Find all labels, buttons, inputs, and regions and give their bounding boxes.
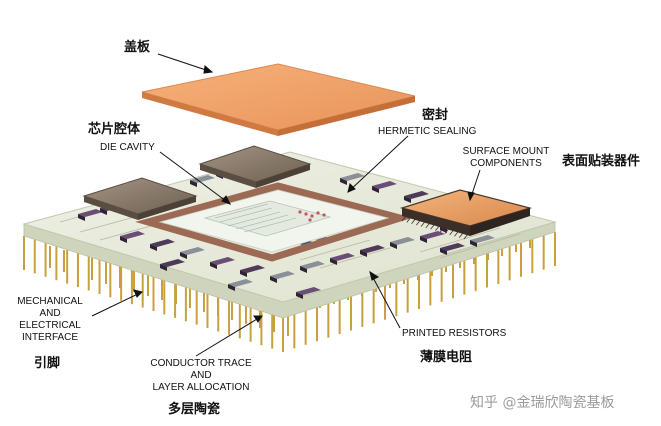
surface-component: [360, 245, 385, 257]
smc-label-zh: 表面贴装器件: [562, 154, 641, 169]
smc-lead: [401, 215, 407, 222]
chip-top: [198, 145, 312, 188]
surface-component: [210, 257, 235, 269]
smc-chip: [399, 189, 533, 240]
surface-component: [78, 209, 103, 221]
surface-component: [150, 239, 175, 251]
die-cavity-label-en: DIE CAVITY: [100, 142, 155, 153]
surface-component: [270, 271, 295, 283]
smc-lead: [430, 224, 435, 230]
smc-label-en-1: SURFACE MOUNT: [462, 146, 550, 157]
surface-component: [330, 253, 355, 265]
smc-lead: [463, 233, 469, 240]
smc-lead: [406, 217, 412, 223]
smc-lead: [425, 222, 431, 229]
surface-component: [296, 287, 321, 299]
die-cavity: [158, 189, 390, 253]
resistor-label-zh: 薄膜电阻: [420, 350, 473, 365]
mech-label-en-2: AND: [39, 308, 61, 319]
surface-component: [390, 237, 415, 249]
chip-left: [82, 177, 198, 220]
trace-label-en-3: LAYER ALLOCATION: [152, 382, 250, 393]
smc-lead: [411, 218, 416, 225]
mech-label-en-4: INTERFACE: [21, 332, 79, 343]
surface-component: [240, 265, 265, 277]
surface-component: [440, 243, 465, 255]
smc-lead: [439, 226, 445, 233]
mech-label-en-1: MECHANICAL: [17, 296, 83, 307]
surface-component: [420, 231, 445, 243]
lid-plate: [141, 63, 416, 136]
smc-lead: [435, 225, 440, 231]
smc-lead: [454, 230, 459, 237]
lid-label-zh: 盖板: [124, 40, 151, 55]
trace-label-en-2: AND: [190, 370, 212, 381]
smc-lead: [444, 228, 450, 234]
smc-label-en-2: COMPONENTS: [470, 158, 542, 169]
surface-component: [120, 231, 145, 243]
sealing-label-en: HERMETIC SEALING: [378, 126, 477, 137]
die-cavity-label-zh: 芯片腔体: [88, 122, 141, 137]
smc-lead: [449, 229, 455, 236]
smc-lead: [420, 221, 426, 227]
surface-component: [190, 175, 215, 187]
surface-component: [228, 279, 253, 291]
ceramic-label-zh: 多层陶瓷: [168, 402, 221, 417]
smc-lead: [458, 232, 464, 238]
cavity-dots: [298, 210, 326, 222]
surface-component: [340, 173, 365, 185]
seal-ring: [135, 182, 413, 262]
sealing-label-zh: 密封: [422, 108, 449, 123]
trace-label-en-1: CONDUCTOR TRACE: [150, 358, 252, 369]
leader-lines: [91, 53, 481, 357]
surface-component: [372, 181, 397, 193]
surface-component: [160, 259, 185, 271]
pins-label-zh: 引脚: [34, 356, 61, 371]
resistor-label-en: PRINTED RESISTORS: [402, 328, 507, 339]
surface-component: [180, 247, 205, 259]
mech-label-en-3: ELECTRICAL: [19, 320, 81, 331]
smc-lead: [415, 219, 421, 226]
surface-component: [300, 261, 325, 273]
surface-component: [470, 235, 495, 247]
watermark: 知乎 @金瑞欣陶瓷基板: [470, 395, 615, 411]
surface-component: [404, 191, 429, 203]
